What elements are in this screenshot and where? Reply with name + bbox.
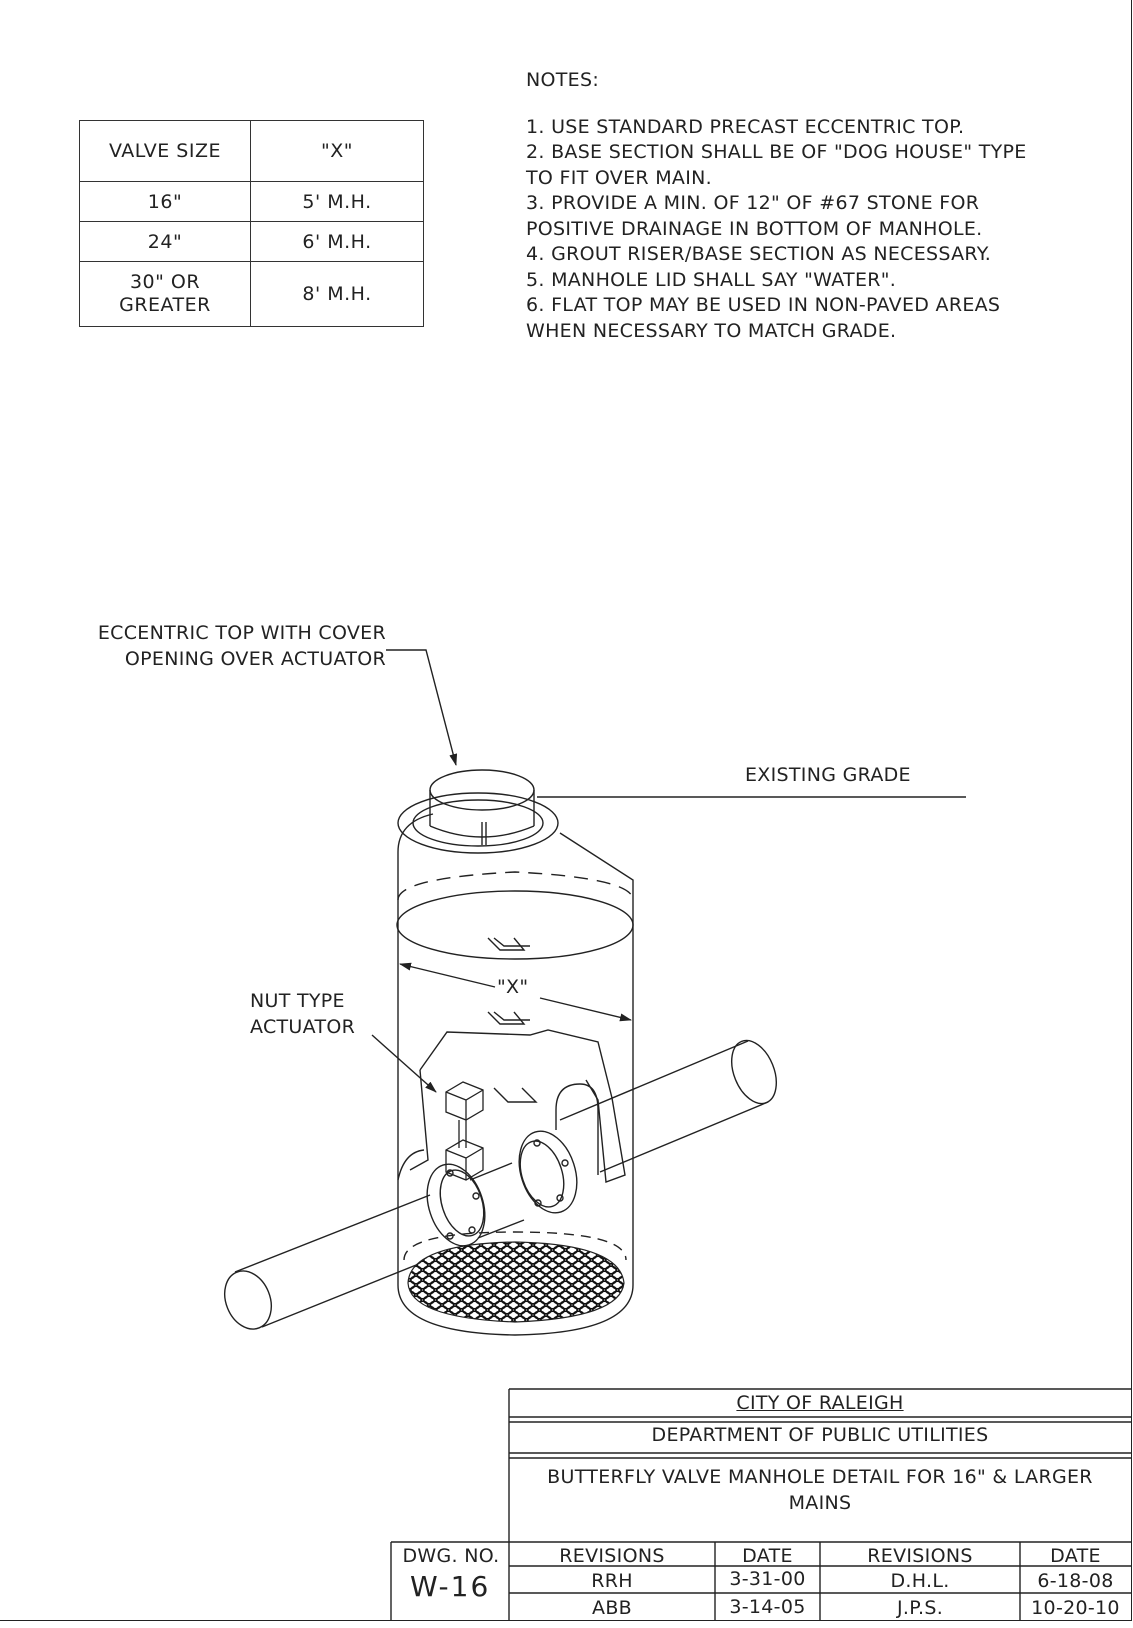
header-x: "X" [250,120,424,182]
cell-line: GREATER [119,294,211,316]
flange-right [518,1130,578,1214]
cell-manhole-size: 6' M.H. [250,221,424,262]
note-line: 6. FLAT TOP MAY BE USED IN NON-PAVED ARE… [526,294,1001,316]
dwg-no-label: DWG. NO. [402,1545,500,1567]
label-line: ECCENTRIC TOP WITH COVER [97,622,386,644]
label-line: NUT TYPE [250,990,345,1012]
cutaway-outline [419,1029,626,1183]
header-valve-size: VALVE SIZE [79,120,251,182]
note-line: 5. MANHOLE LID SHALL SAY "WATER". [526,268,897,291]
dimension-x-label: "X" [497,976,529,998]
department-name: DEPARTMENT OF PUBLIC UTILITIES [651,1424,989,1446]
col-date-2: DATE [1050,1545,1101,1567]
cell-line: 30" OR [129,271,201,293]
notes-title: NOTES: [526,69,600,91]
col-revisions-2: REVISIONS [867,1545,973,1567]
ladder-rungs [487,937,538,1103]
cell-manhole-size: 8' M.H. [250,261,424,327]
note-line: POSITIVE DRAINAGE IN BOTTOM OF MANHOLE. [526,217,983,240]
revision-by: D.H.L. [890,1570,950,1592]
pipe-back [559,1039,777,1173]
stone-bedding [407,1241,625,1323]
dwg-number: W-16 [410,1570,491,1603]
col-date-1: DATE [742,1545,793,1567]
doghouse-arch-left [397,1149,425,1181]
manhole-barrel [396,769,634,1336]
table-header-row: VALVE SIZE "X" [79,120,424,182]
cell-valve-size: 30" OR GREATER [79,261,251,327]
city-name: CITY OF RALEIGH [736,1392,904,1414]
flange-left [426,1163,486,1247]
revision-date: 3-31-00 [729,1568,806,1590]
label-line: OPENING OVER ACTUATOR [124,648,386,670]
nut-type-leader [371,1034,437,1093]
title-line: MAINS [788,1492,852,1514]
note-line: 4. GROUT RISER/BASE SECTION AS NECESSARY… [526,243,992,265]
title-block-frame [390,1388,1131,1620]
revision-date: 3-14-05 [729,1596,806,1618]
cell-manhole-size: 5' M.H. [250,181,424,222]
note-line: 1. USE STANDARD PRECAST ECCENTRIC TOP. [526,115,965,138]
revision-by: ABB [592,1597,632,1619]
nut-actuator [445,1081,484,1181]
note-line: TO FIT OVER MAIN. [526,166,712,189]
table-row: 24" 6' M.H. [79,221,424,262]
doghouse-arch-right [555,1083,599,1175]
note-line: 3. PROVIDE A MIN. OF 12" OF #67 STONE FO… [526,192,980,214]
dimension-x-right [539,997,632,1022]
nut-type-actuator-label: NUT TYPE ACTUATOR [250,988,355,1040]
revision-date: 10-20-10 [1031,1597,1120,1619]
notes-block: NOTES: 1. USE STANDARD PRECAST ECCENTRIC… [526,68,1116,344]
note-line: 2. BASE SECTION SHALL BE OF "DOG HOUSE" … [526,141,1027,163]
title-line: BUTTERFLY VALVE MANHOLE DETAIL FOR 16" &… [547,1466,1093,1488]
revision-date: 6-18-08 [1037,1570,1114,1592]
cell-valve-size: 24" [79,221,251,262]
valve-size-table: VALVE SIZE "X" 16" 5' M.H. 24" 6' M.H. 3… [79,120,424,327]
revision-by: RRH [591,1570,633,1592]
dimension-x-left [399,962,496,988]
note-line: WHEN NECESSARY TO MATCH GRADE. [526,319,897,342]
eccentric-top-label: ECCENTRIC TOP WITH COVER OPENING OVER AC… [60,620,386,672]
revision-by: J.P.S. [896,1597,944,1619]
drawing-title: BUTTERFLY VALVE MANHOLE DETAIL FOR 16" &… [509,1464,1131,1516]
table-row: 30" OR GREATER 8' M.H. [79,261,424,327]
existing-grade-label: EXISTING GRADE [745,764,911,786]
eccentric-top-leader [386,649,458,766]
col-revisions-1: REVISIONS [559,1545,665,1567]
label-line: ACTUATOR [250,1016,356,1038]
